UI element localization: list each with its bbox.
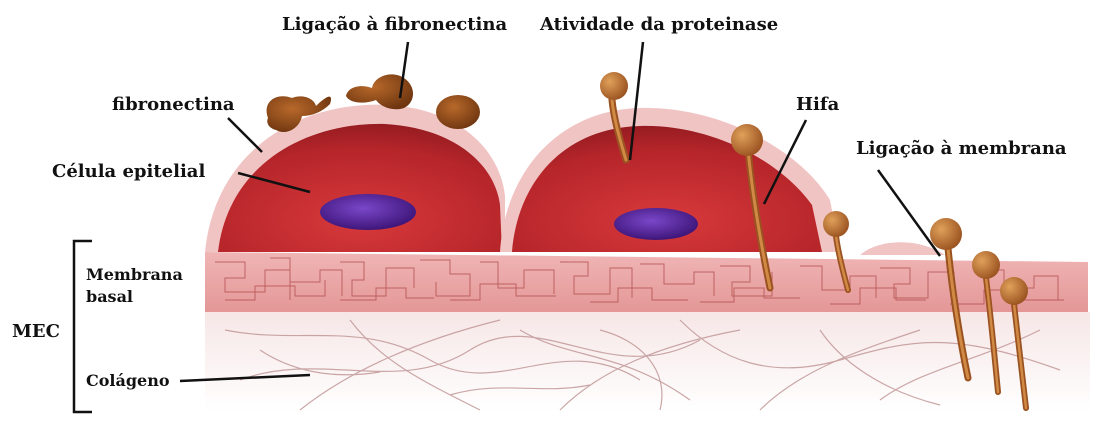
label-proteinase-activity: Atividade da proteinase — [539, 14, 778, 35]
epithelial-cell-right — [500, 108, 840, 252]
label-epithelial-cell: Célula epitelial — [52, 161, 205, 182]
fibronectin-blob-3 — [436, 95, 480, 129]
label-collagen: Colágeno — [86, 371, 170, 390]
label-ecm: MEC — [12, 321, 60, 342]
leader-fibronectin — [228, 118, 262, 152]
nucleus-right — [614, 208, 698, 240]
label-basal-membrane-line2: basal — [86, 287, 133, 306]
label-basal-membrane-line1: Membrana — [86, 265, 183, 284]
label-fibronectin: fibronectina — [112, 94, 235, 115]
label-fibronectin-binding: Ligação à fibronectina — [282, 14, 507, 35]
label-hypha: Hifa — [796, 94, 840, 115]
nucleus-left — [320, 194, 416, 230]
label-membrane-binding: Ligação à membrana — [856, 138, 1067, 159]
